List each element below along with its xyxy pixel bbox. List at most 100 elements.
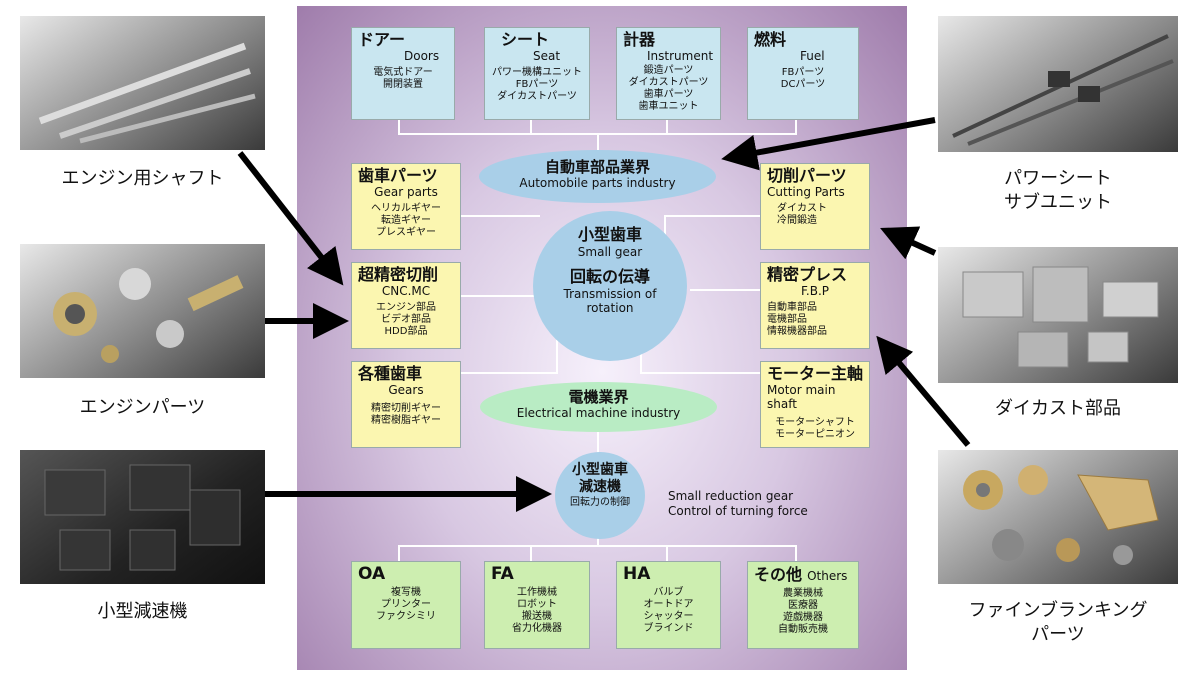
circle-title: 小型歯車 (577, 225, 642, 244)
caption-small-reducer: 小型減速機 (97, 601, 188, 622)
box-subtitle: Gears (388, 383, 424, 397)
caption-engine-shaft: エンジン用シャフト (61, 168, 224, 189)
electrical-industry-ellipse: 電機業界 Electrical machine industry (480, 382, 717, 432)
arrow-power-seat (721, 117, 936, 171)
connector (597, 535, 599, 547)
box-item: プレスギヤー (376, 227, 436, 238)
reduction-gear-en-2: Control of turning force (668, 504, 808, 518)
box-item: 開閉装置 (383, 79, 423, 90)
box-item: 電気式ドアー (373, 67, 433, 78)
box-item: HDD部品 (384, 326, 428, 337)
box-item: モーターシャフト (775, 417, 855, 428)
box-item: エンジン部品 (376, 302, 436, 313)
automobile-industry-ellipse: 自動車部品業界 Automobile parts industry (479, 150, 716, 203)
box-item: 転造ギヤー (381, 215, 431, 226)
box-item: 農業機械 (783, 588, 823, 599)
box-item: ダイカスト (777, 203, 827, 214)
box-subtitle: Instrument (647, 49, 714, 63)
box-item: 省力化機器 (512, 623, 562, 634)
box-title: 計器 (623, 30, 656, 49)
box-title: 切削パーツ (767, 166, 847, 185)
box-item: 冷間鍛造 (777, 215, 817, 226)
small-gear-circle: 小型歯車 Small gear 回転の伝導 Transmission of ro… (533, 211, 687, 361)
box-title: 燃料 (754, 30, 787, 49)
reduction-gear-english: Small reduction gear Control of turning … (668, 489, 808, 519)
box-title: ドアー (358, 30, 406, 49)
box-subtitle: Others (807, 569, 848, 583)
small-reducer-photo (20, 450, 265, 584)
box-subtitle: Cutting Parts (767, 185, 845, 199)
box-title: 各種歯車 (358, 364, 423, 383)
caption-line: パーツ (1031, 624, 1085, 645)
connector (597, 430, 599, 452)
box-title: OA (358, 564, 386, 584)
box-item: 電機部品 (767, 314, 807, 325)
reduction-gear-circle: 小型歯車 減速機 回転力の制御 (555, 452, 645, 539)
connector (664, 215, 760, 217)
box-gear-parts: 歯車パーツ Gear parts ヘリカルギヤー 転造ギヤー プレスギヤー (351, 163, 461, 250)
circle-subtitle: 回転力の制御 (570, 497, 630, 508)
box-title: シート (501, 30, 550, 49)
caption-power-seat: パワーシート サブユニット (938, 167, 1178, 215)
box-item: 精密切削ギヤー (371, 403, 441, 414)
box-item: ダイカストパーツ (628, 77, 709, 88)
box-gears: 各種歯車 Gears 精密切削ギヤー 精密樹脂ギヤー (351, 361, 461, 448)
caption-die-cast: ダイカスト部品 (995, 398, 1121, 419)
box-cnc-mc: 超精密切削 CNC.MC エンジン部品 ビデオ部品 HDD部品 (351, 262, 461, 349)
box-item: 鍛造パーツ (643, 65, 694, 76)
box-item: プリンター (381, 599, 431, 610)
box-subtitle: Fuel (800, 49, 825, 63)
box-item: パワー機構ユニット (492, 67, 582, 78)
box-title-row: その他 Others (754, 565, 852, 584)
connector (460, 295, 540, 297)
caption-line: ファインブランキング (968, 600, 1148, 621)
box-doors: ドアー Doors 電気式ドアー 開閉装置 (351, 27, 455, 120)
box-title: その他 (754, 565, 803, 584)
box-title: FA (491, 564, 514, 584)
caption-line: パワーシート (1004, 168, 1112, 189)
connector (398, 120, 400, 135)
power-seat-photo (938, 16, 1178, 152)
box-fuel: 燃料 Fuel FBパーツ DCパーツ (747, 27, 859, 120)
box-title: モーター主軸 (767, 364, 864, 383)
box-item: DCパーツ (780, 79, 826, 90)
box-item: 精密樹脂ギヤー (371, 415, 441, 426)
box-item: 複写機 (391, 587, 421, 598)
box-item: 歯車ユニット (638, 101, 699, 112)
caption-line: サブユニット (1004, 192, 1112, 213)
connector (556, 340, 558, 374)
connector (530, 120, 532, 135)
box-item: 搬送機 (522, 611, 552, 622)
box-subtitle: F.B.P (800, 284, 830, 298)
connector (460, 372, 558, 374)
box-item: ロボット (517, 599, 557, 610)
circle-title-2: 減速機 (579, 479, 621, 495)
circle-subtitle: Small gear (577, 245, 643, 259)
circle-title-2: 回転の伝導 (569, 267, 650, 286)
arrow-fine-blanking (876, 335, 971, 447)
arrow-die-cast (880, 226, 937, 260)
connector (666, 545, 668, 561)
box-item: 歯車パーツ (643, 89, 694, 100)
box-subtitle: Motor main shaft (767, 383, 836, 411)
box-item: ヘリカルギヤー (371, 203, 441, 214)
box-subtitle: CNC.MC (381, 284, 431, 298)
connector (795, 545, 797, 561)
ellipse-title: 電機業界 (568, 388, 629, 406)
ellipse-subtitle: Electrical machine industry (516, 406, 681, 420)
box-item: 情報機器部品 (767, 326, 827, 337)
box-motor-main-shaft: モーター主軸 Motor main shaft モーターシャフト モーターピニオ… (760, 361, 870, 448)
connector (640, 372, 760, 374)
box-fbp: 精密プレス F.B.P 自動車部品 電機部品 情報機器部品 (760, 262, 870, 349)
connector (664, 215, 666, 235)
box-item: 医療器 (788, 600, 818, 611)
engine-shaft-photo (20, 16, 265, 150)
box-title: 歯車パーツ (358, 166, 438, 185)
ellipse-subtitle: Automobile parts industry (519, 176, 676, 190)
connector (690, 289, 760, 291)
caption-engine-parts: エンジンパーツ (79, 397, 206, 418)
box-fa: FA 工作機械 ロボット 搬送機 省力化機器 (484, 561, 590, 649)
arrow-engine-shaft (237, 151, 344, 286)
reduction-gear-en: Small reduction gear (668, 489, 794, 503)
